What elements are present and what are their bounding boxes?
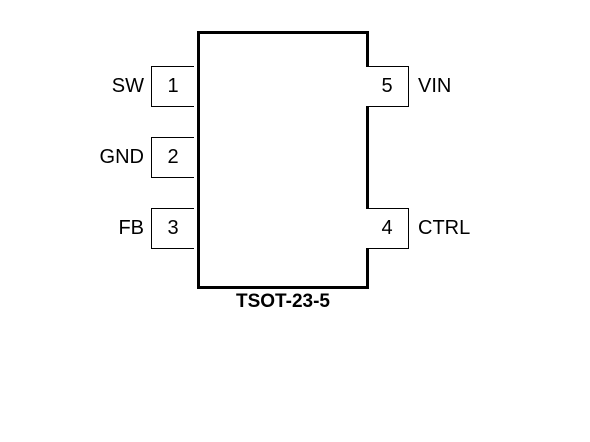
pin-4-name: CTRL <box>418 217 471 239</box>
pin-1-name: SW <box>111 75 144 97</box>
pin-5-name: VIN <box>418 75 452 97</box>
pin-4-number: 4 <box>381 217 393 239</box>
pin-2-box: 2 <box>151 137 194 178</box>
pin-3-number: 3 <box>167 217 179 239</box>
package-name: TSOT-23-5 <box>236 291 330 312</box>
pin-1-box: 1 <box>151 66 194 107</box>
ic-package-body <box>197 31 369 289</box>
pin-2-number: 2 <box>167 146 179 168</box>
pin-3-box: 3 <box>151 208 194 249</box>
pin-1-number: 1 <box>167 75 179 97</box>
pin-5-number: 5 <box>381 75 393 97</box>
pin-5-box: 5 <box>366 66 409 107</box>
pin-4-box: 4 <box>366 208 409 249</box>
pin-2-name: GND <box>99 146 144 168</box>
pin-3-name: FB <box>118 217 144 239</box>
